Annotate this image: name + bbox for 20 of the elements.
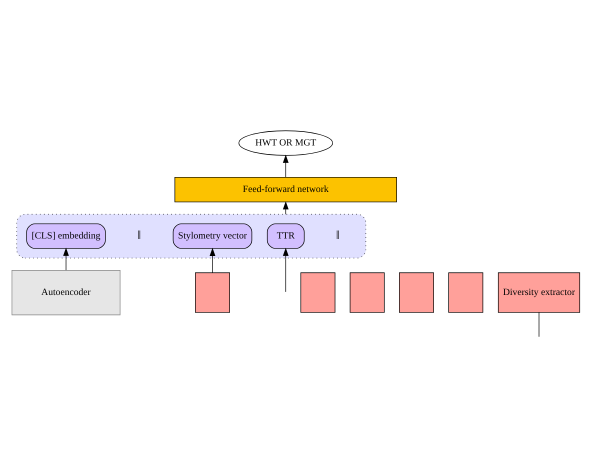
node-box bbox=[350, 272, 385, 313]
arrow bbox=[210, 248, 216, 273]
label: ‖ bbox=[336, 228, 340, 242]
cluster bbox=[16, 214, 366, 258]
arrow bbox=[282, 248, 289, 292]
node-box: TTR bbox=[266, 223, 305, 249]
arrow bbox=[282, 154, 289, 178]
node-box: Feed-forward network bbox=[174, 176, 397, 202]
node-box: Diversity extractor bbox=[498, 272, 580, 313]
arrow bbox=[63, 248, 69, 270]
node-box: [CLS] embedding bbox=[26, 223, 106, 249]
node-box bbox=[300, 272, 336, 313]
label: ‖ bbox=[138, 228, 141, 242]
node-box: Stylometry vector bbox=[172, 223, 252, 249]
node-box bbox=[448, 272, 484, 313]
node-ellipse: HWT OR MGT bbox=[238, 130, 333, 156]
node-box bbox=[399, 272, 434, 313]
node-box: Autoencoder bbox=[12, 270, 120, 316]
connector bbox=[538, 312, 540, 338]
node-box bbox=[195, 272, 230, 313]
